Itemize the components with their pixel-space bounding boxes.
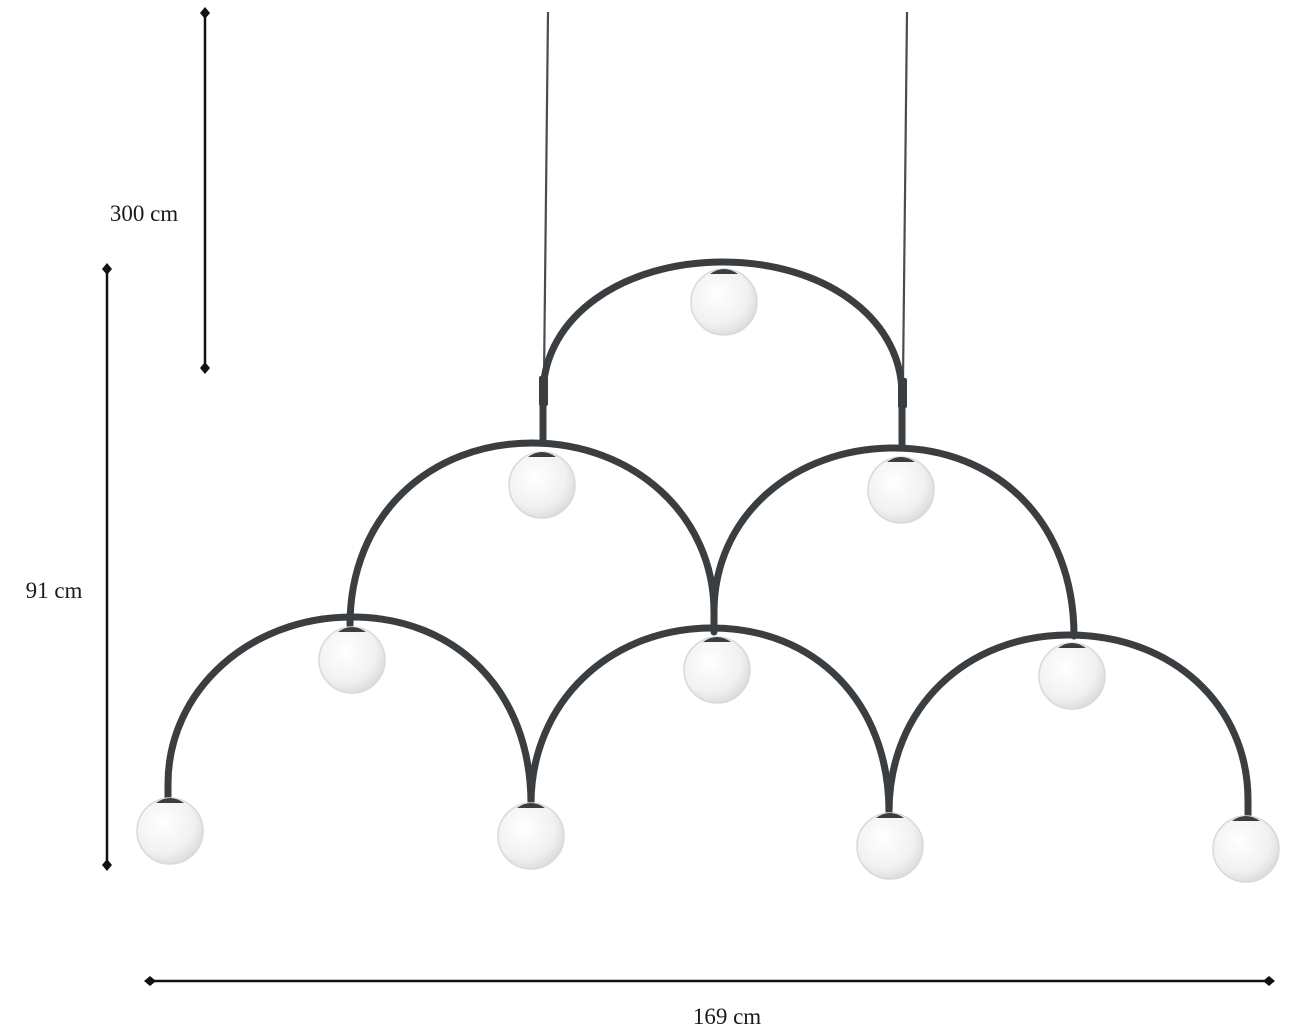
- globe-socket-cap: [1058, 643, 1086, 648]
- globe-glass: [690, 268, 758, 336]
- globe-glass: [1212, 815, 1280, 883]
- globe-glass: [318, 626, 386, 694]
- glass-globe-icon: [508, 451, 576, 519]
- globe-socket-cap: [156, 798, 184, 803]
- globe-socket-cap: [876, 813, 904, 818]
- glass-globe-icon: [856, 812, 924, 880]
- diamond-end-icon: [200, 7, 210, 19]
- glass-globe-icon: [867, 456, 935, 524]
- globe-glass: [683, 636, 751, 704]
- cable-length-label: 300 cm: [110, 201, 178, 226]
- height-label: 91 cm: [26, 578, 83, 603]
- globe-glass: [1038, 642, 1106, 710]
- globe-socket-cap: [1232, 816, 1260, 821]
- glass-globe-icon: [683, 636, 751, 704]
- cable-right: [901, 11, 909, 381]
- diamond-end-icon: [102, 263, 112, 275]
- arch-middle-left: [346, 439, 718, 629]
- cable-length-dimension: 300 cm: [110, 7, 210, 374]
- height-dimension: 91 cm: [26, 263, 112, 871]
- globe-socket-cap: [887, 457, 915, 462]
- cable-left: [542, 11, 550, 379]
- glass-globe-icon: [690, 268, 758, 336]
- diamond-end-icon: [102, 859, 112, 871]
- globe-glass: [867, 456, 935, 524]
- globe-socket-cap: [703, 637, 731, 642]
- globe-glass: [508, 451, 576, 519]
- glass-globe-icon: [497, 802, 565, 870]
- globe-glass: [497, 802, 565, 870]
- glass-globe-icon: [318, 626, 386, 694]
- globe-socket-cap: [710, 269, 738, 274]
- diamond-end-icon: [144, 976, 156, 986]
- globe-lights: [136, 268, 1280, 883]
- suspension-cables: [539, 11, 909, 408]
- width-label: 169 cm: [693, 1004, 761, 1029]
- globe-socket-cap: [338, 627, 366, 632]
- glass-globe-icon: [1038, 642, 1106, 710]
- arch-top: [539, 258, 906, 452]
- globe-glass: [856, 812, 924, 880]
- diamond-end-icon: [1263, 976, 1275, 986]
- glass-globe-icon: [1212, 815, 1280, 883]
- diamond-end-icon: [200, 362, 210, 374]
- arch-bottom-left: [164, 613, 535, 808]
- arch-middle-right: [710, 444, 1078, 640]
- globe-socket-cap: [528, 452, 556, 457]
- glass-globe-icon: [136, 797, 204, 865]
- globe-socket-cap: [517, 803, 545, 808]
- width-dimension: 169 cm: [144, 976, 1275, 1029]
- globe-glass: [136, 797, 204, 865]
- arch-bottom-right: [885, 631, 1252, 820]
- arched-frame: [164, 258, 1252, 820]
